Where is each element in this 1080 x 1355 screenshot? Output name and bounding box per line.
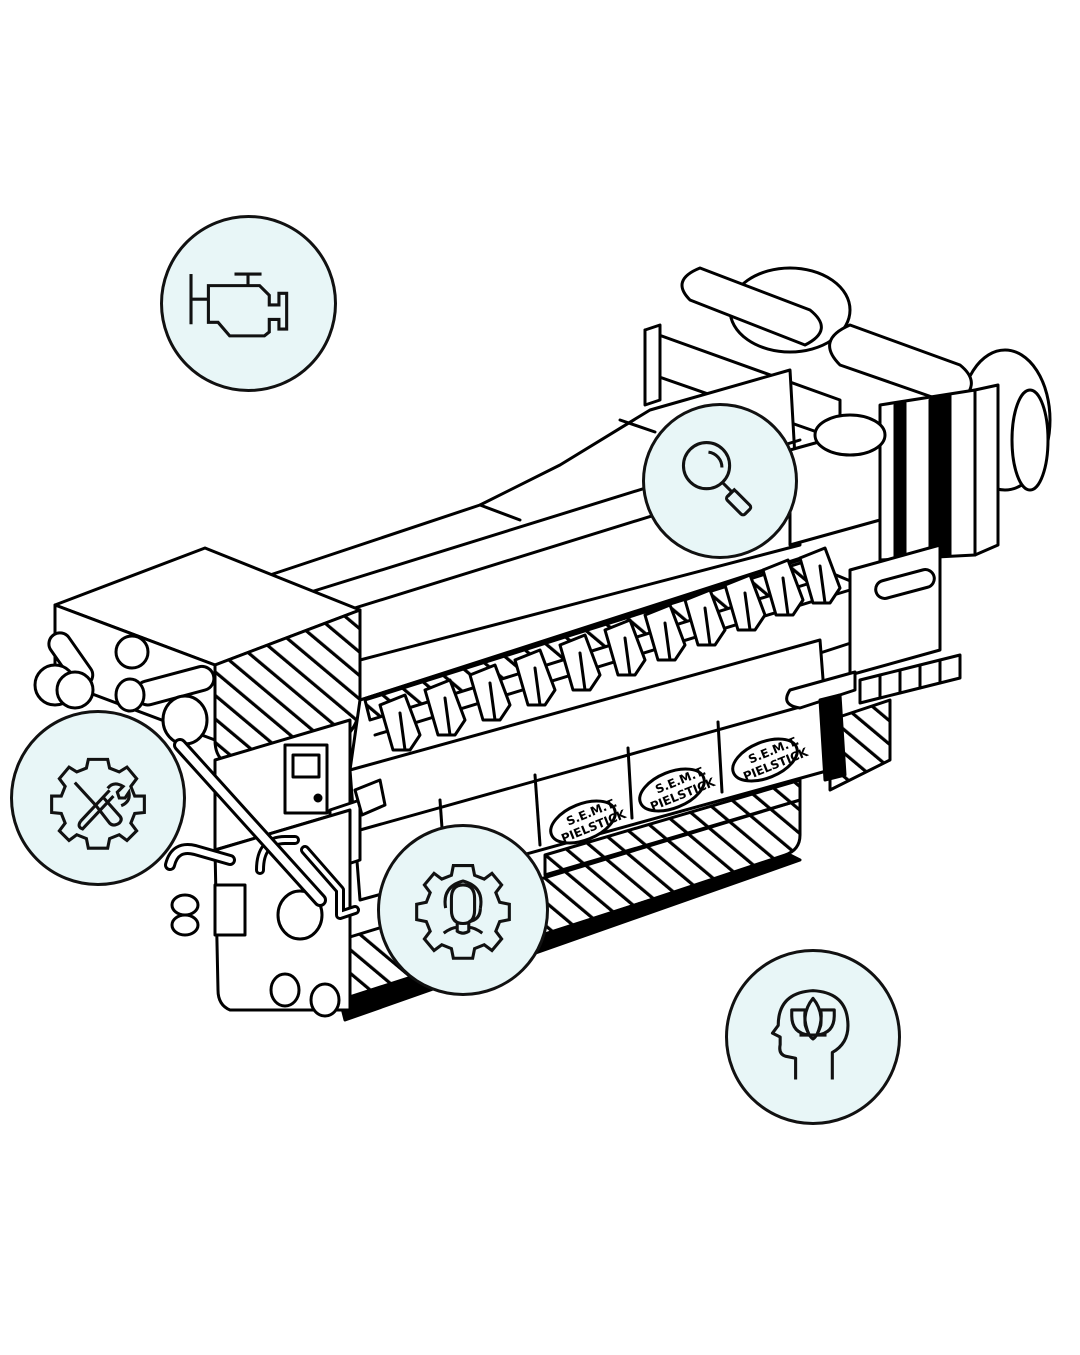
magnifier-icon (681, 441, 753, 517)
callout-engine[interactable] (160, 215, 337, 392)
callout-support[interactable] (377, 824, 549, 996)
engine-icon (189, 272, 289, 338)
callout-maintenance[interactable] (10, 710, 186, 886)
flange-blocks (858, 653, 962, 705)
head-lotus-icon (770, 989, 850, 1080)
cylinder-covers (378, 546, 842, 752)
callout-inspection[interactable] (642, 403, 798, 559)
turbocharger-rear (680, 266, 852, 354)
callout-wellbeing[interactable] (725, 949, 901, 1125)
gear-headset-person-icon (415, 864, 511, 960)
nameplate-2: S.E.M.T. PIELSTICK (638, 764, 718, 814)
gear-wrench-screwdriver-icon (50, 757, 146, 850)
